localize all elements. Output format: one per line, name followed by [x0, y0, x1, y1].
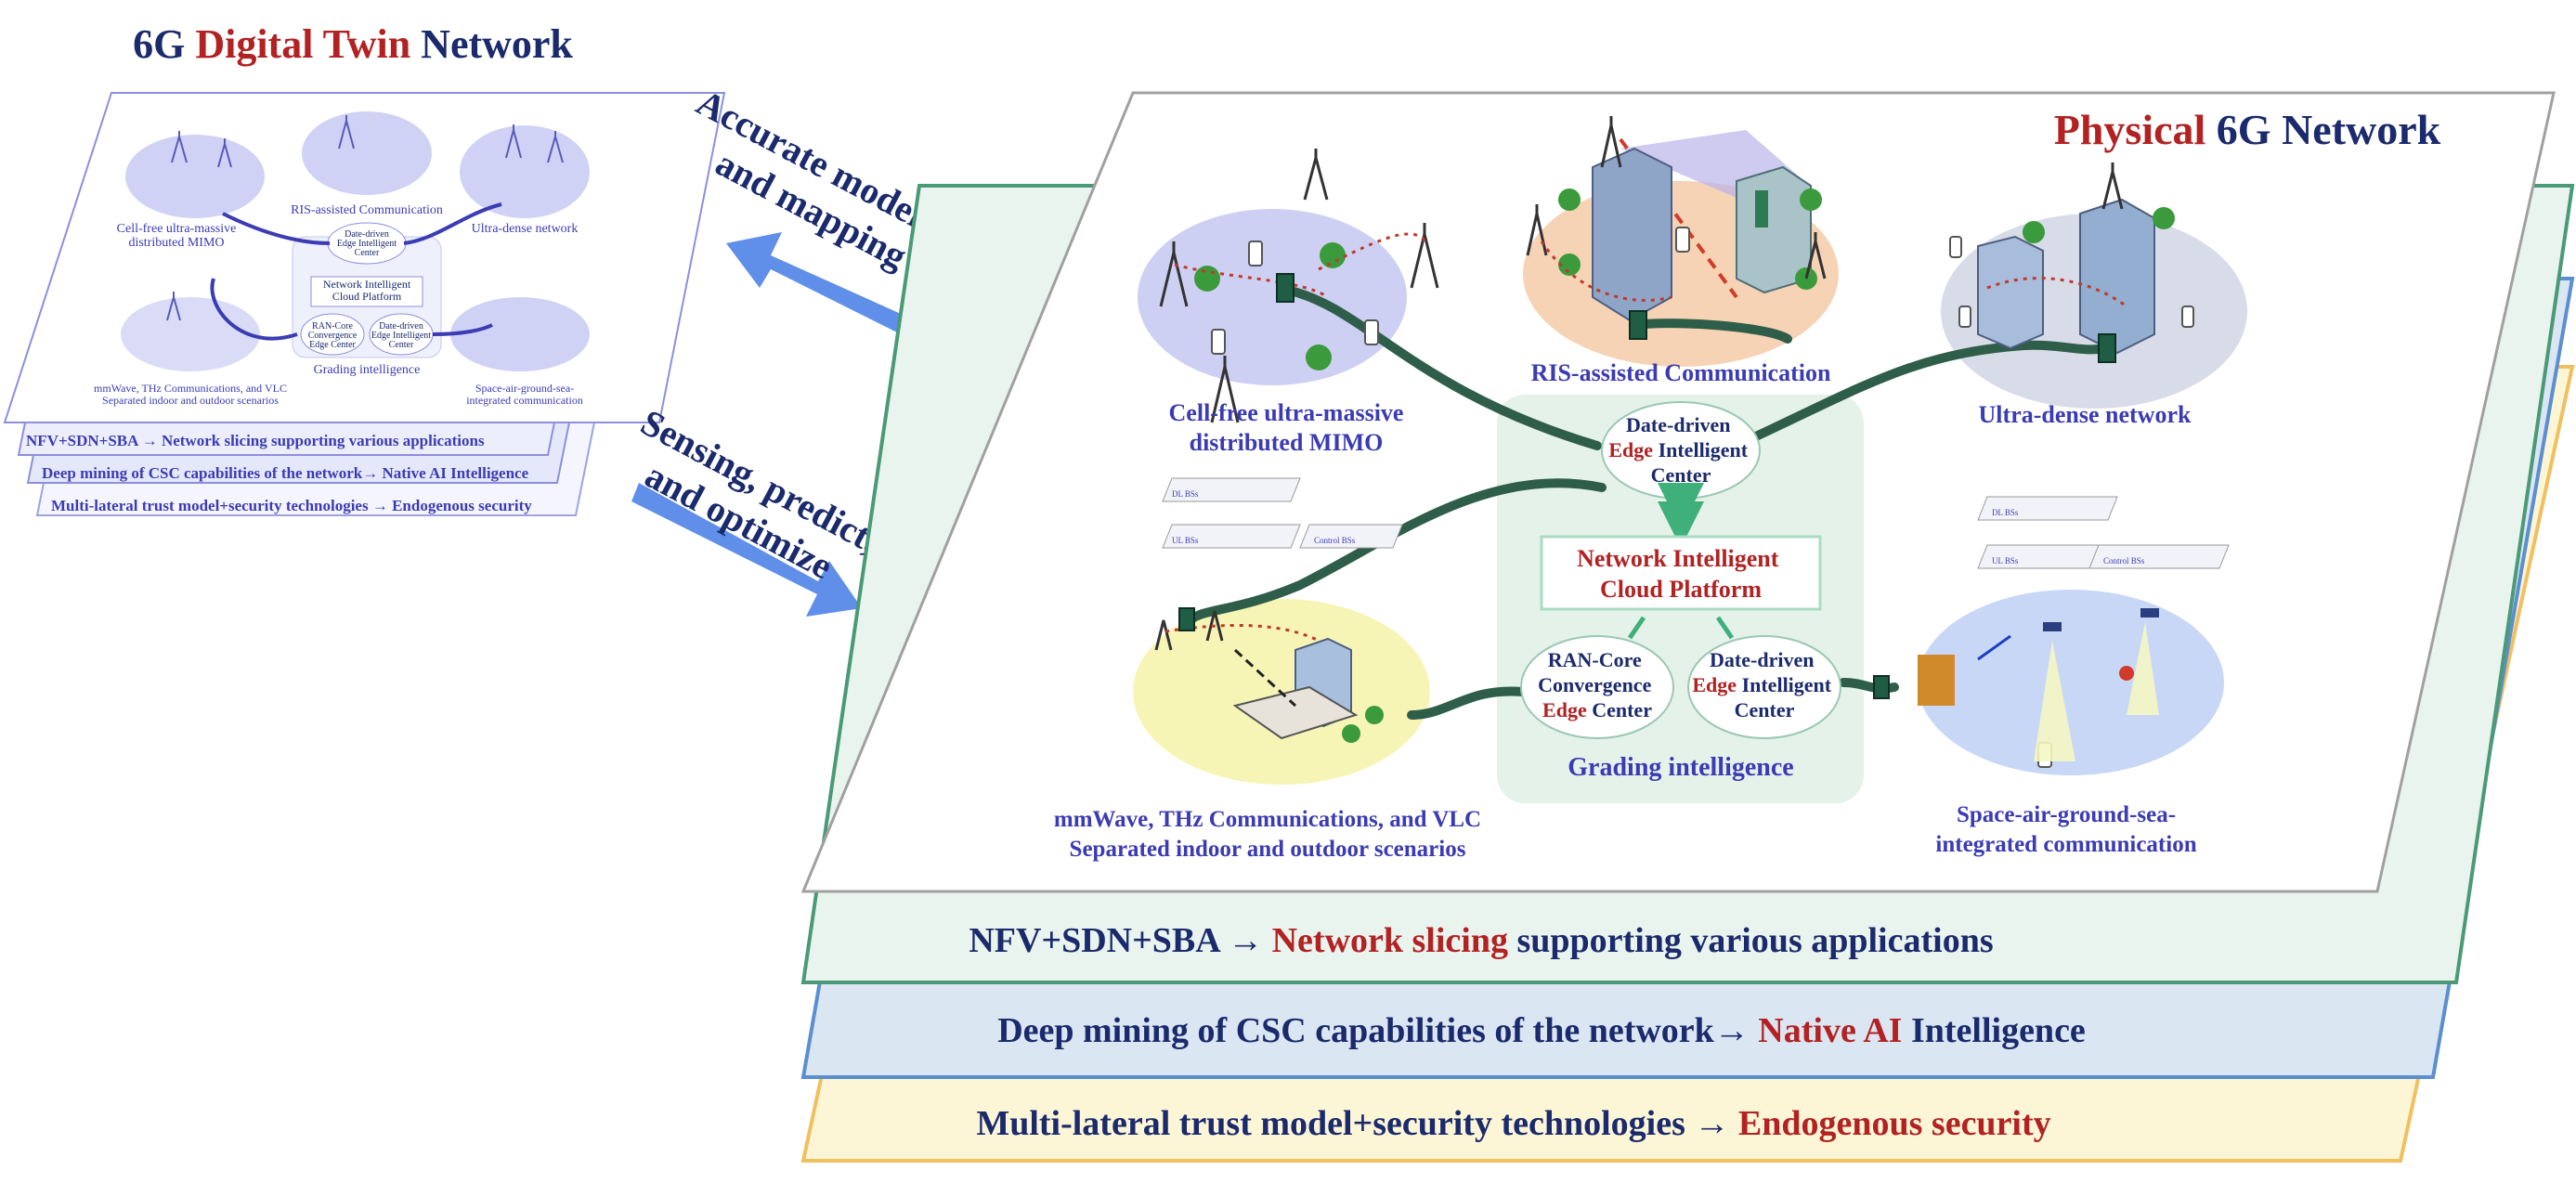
- cloud-platform-box: [1540, 535, 1822, 611]
- layer-slicing-text: NFV+SDN+SBA → Network slicing supporting…: [969, 921, 1993, 960]
- cloud-ran-link: [1627, 616, 1646, 640]
- twin-ultradense-cloud: [460, 125, 590, 218]
- strip-ul: [1162, 524, 1301, 549]
- svg-text:mmWave, THz Communications, an: mmWave, THz Communications, and VLCSepar…: [94, 382, 287, 407]
- cloud-platform-text: Network Intelligent Cloud Platform: [1577, 545, 1785, 603]
- bs-mmwave-1: [1154, 619, 1173, 651]
- drone: [2119, 666, 2134, 681]
- bs-mmwave-2: [1205, 610, 1224, 642]
- twin-mmwave-cloud: [121, 297, 260, 371]
- twin-cellfree-cloud: [125, 135, 265, 218]
- twin-layer-ai-text: Deep mining of CSC capabilities of the n…: [42, 464, 529, 482]
- strip-dl-right: [1977, 496, 2118, 521]
- edge-bottom-node: [1687, 635, 1841, 739]
- edge-bottom-text: Date-driven Edge Intelligent Center: [1692, 648, 1836, 722]
- svg-text:Control BSs: Control BSs: [1314, 536, 1356, 545]
- bs-ris-3: [1804, 232, 1827, 280]
- svg-text:DL BSs: DL BSs: [1172, 489, 1199, 499]
- svg-text:Space-air-ground-sea-integrate: Space-air-ground-sea-integrated communic…: [466, 382, 583, 407]
- ris-label: RIS-assisted Communication: [1531, 359, 1831, 386]
- twin-cloud-box: [310, 276, 423, 307]
- twin-space-cloud: [450, 297, 590, 371]
- center-nodes: Date-driven Edge Intelligent Center Netw…: [1520, 401, 1841, 782]
- bs-cellfree-4: [1210, 356, 1240, 423]
- cellfree-area: [1138, 209, 1407, 385]
- strip-dl: [1162, 477, 1301, 502]
- svg-text:UL BSs: UL BSs: [1172, 536, 1199, 545]
- svg-text:Ultra-dense network: Ultra-dense network: [472, 222, 579, 236]
- cable-ultradense: [1741, 340, 2113, 446]
- sensing-arrow: Sensing, predict,and optimize: [631, 401, 886, 617]
- satellite-beam-2: [2127, 622, 2159, 715]
- bs-cellfree-2: [1303, 149, 1329, 201]
- cable-mmwave: [1407, 686, 1528, 720]
- layer-security-text: Multi-lateral trust model+security techn…: [976, 1104, 2050, 1143]
- bs-ultradense: [2101, 162, 2124, 210]
- ultradense-label: Ultra-dense network: [1979, 401, 2192, 428]
- twin-rancore: [300, 313, 365, 356]
- ris-blocked-ray: [1619, 137, 1738, 299]
- switch-nodes: [1178, 273, 2116, 699]
- space-area: [1918, 590, 2224, 775]
- ris-tower-building: [1592, 147, 1672, 322]
- satellite-1: [2043, 622, 2062, 631]
- indoor-room: [1232, 685, 1359, 740]
- space-label: Space-air-ground-sea-integrated communic…: [1935, 802, 2196, 857]
- physical-title: Physical 6G Network: [2054, 106, 2441, 153]
- rancore-text: RAN-Core Convergence Edge Center: [1538, 648, 1657, 722]
- twin-layer-security-text: Multi-lateral trust model+security techn…: [51, 497, 532, 514]
- bs-cellfree-1: [1159, 241, 1189, 307]
- edge-top-text: Date-driven Edge Intelligent Center: [1608, 413, 1752, 487]
- twin-ris-cloud: [302, 111, 432, 195]
- digital-twin-title: 6G Digital Twin Network: [133, 21, 573, 67]
- satellite-2: [2140, 608, 2159, 618]
- layer-ai-text: Deep mining of CSC capabilities of the n…: [997, 1011, 2086, 1050]
- ris-panel: [1755, 190, 1768, 228]
- cloud-edge-link: [1715, 616, 1735, 640]
- ultradense-tower: [2079, 198, 2155, 355]
- twin-towers: [166, 115, 564, 321]
- rancore-node: [1520, 635, 1674, 739]
- base-stations: [1154, 116, 2124, 651]
- twin-cables: [210, 202, 502, 341]
- svg-text:RIS-assisted Communication: RIS-assisted Communication: [291, 203, 443, 217]
- svg-text:Control BSs: Control BSs: [2103, 556, 2145, 566]
- satellite-beam-1: [2034, 641, 2075, 761]
- bs-cellfree-3: [1410, 223, 1439, 289]
- digital-twin-panel: 6G Digital Twin Network Cell-free u: [3, 21, 726, 516]
- satellite-uplink: [1977, 634, 2011, 661]
- svg-text:Grading intelligence: Grading intelligence: [314, 363, 421, 377]
- space-elements: [1918, 608, 2159, 761]
- indoor-link: [1233, 648, 1297, 708]
- cable-cellfree: [1281, 285, 1602, 450]
- twin-layer-slicing-text: NFV+SDN+SBA → Network slicing supporting…: [26, 432, 485, 449]
- ground-station: [1918, 655, 1955, 706]
- cable-ris: [1634, 318, 1792, 344]
- ultradense-building: [1977, 235, 2044, 350]
- bs-ris-1: [1600, 116, 1622, 168]
- strip-ctrl-right: [2088, 544, 2230, 569]
- svg-text:DL BSs: DL BSs: [1992, 508, 2019, 517]
- trees: [1194, 188, 2175, 743]
- grading-label: Grading intelligence: [1568, 753, 1793, 782]
- svg-text:UL BSs: UL BSs: [1992, 556, 2019, 566]
- bs-strips: DL BSs UL BSs Control BSs DL BSs UL BSs …: [1162, 477, 2230, 569]
- arrow-to-physical: [631, 483, 862, 617]
- strip-ctrl: [1299, 524, 1403, 549]
